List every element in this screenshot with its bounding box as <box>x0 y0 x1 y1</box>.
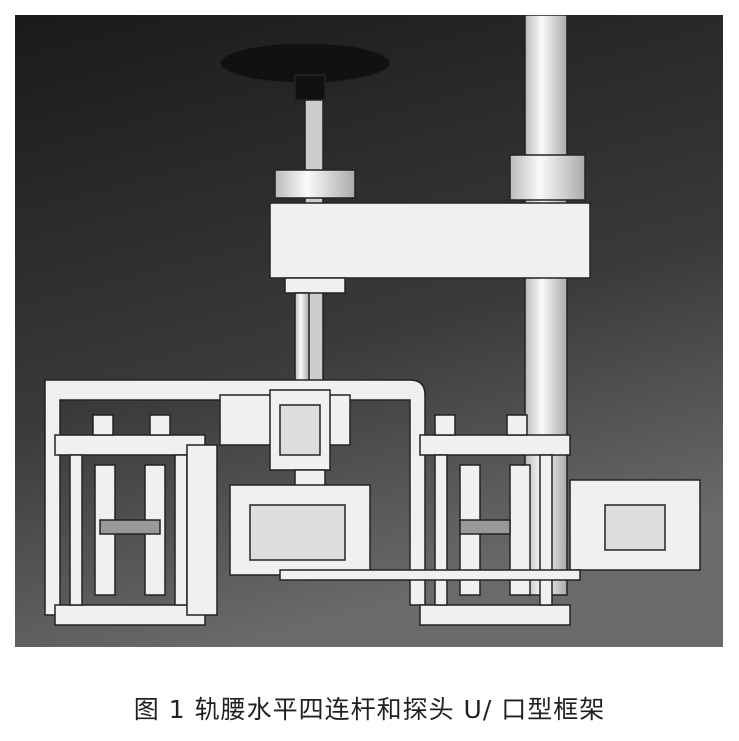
crossbeam <box>269 202 591 279</box>
column-collar <box>509 154 586 201</box>
screw-nut <box>274 169 356 199</box>
figure-caption: 图 1 轨腰水平四连杆和探头 U/ 口型框架 <box>0 690 739 726</box>
right-probe-frame <box>419 414 571 626</box>
caption-text: 轨腰水平四连杆和探头 U/ 口型框架 <box>194 695 606 724</box>
figure-number: 图 1 <box>133 695 186 724</box>
cad-rendering-figure <box>15 15 723 647</box>
linkage-bar <box>279 569 581 581</box>
guide-rod <box>294 292 310 394</box>
left-probe-frame <box>54 414 218 626</box>
top-frame <box>44 379 426 616</box>
